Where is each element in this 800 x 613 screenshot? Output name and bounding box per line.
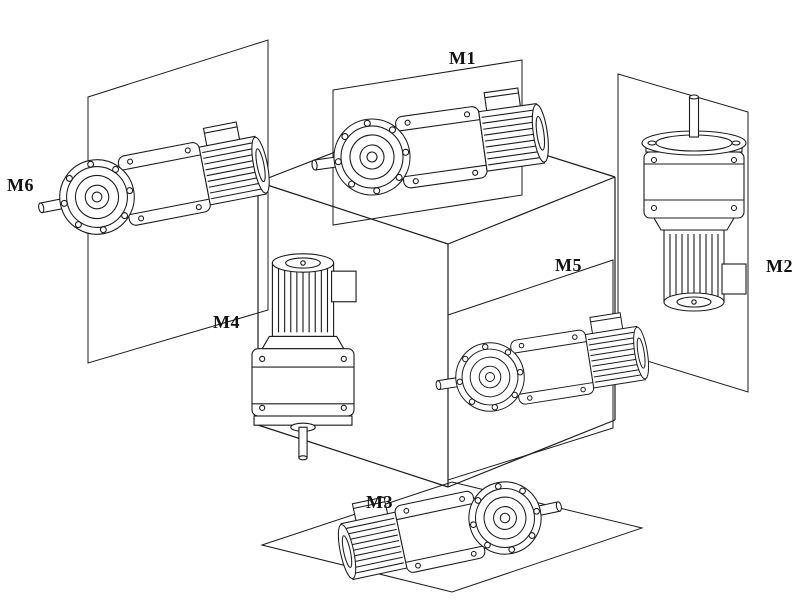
- gearmotor-m3-drawing: [330, 460, 570, 589]
- mounting-plane-m6: [87, 39, 269, 364]
- gearmotor-m2-drawing: [641, 94, 747, 312]
- label-m4: M4: [213, 312, 240, 332]
- label-m2: M2: [766, 256, 793, 276]
- label-m6: M6: [7, 175, 34, 195]
- mounting-plane-m2: [617, 73, 749, 393]
- label-m3: M3: [366, 492, 393, 512]
- mounting-plane-m1: [332, 59, 523, 226]
- gearmotor-m6-drawing: [29, 117, 275, 246]
- label-m1: M1: [449, 48, 476, 68]
- gearmotor-m5-drawing: [428, 308, 654, 420]
- mounting-plane-m3: [260, 481, 644, 593]
- label-m5: M5: [555, 255, 582, 275]
- gearmotor-m1-drawing: [304, 84, 554, 204]
- mounting-plane-m5: [447, 259, 614, 481]
